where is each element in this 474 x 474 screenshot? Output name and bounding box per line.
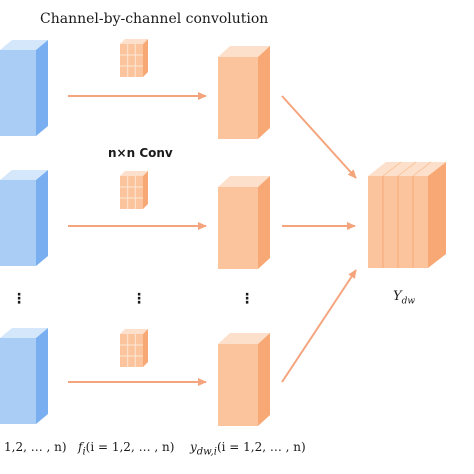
input-channel-2 (0, 170, 48, 266)
filter-label: fi(i = 1,2, … , n) (78, 440, 174, 457)
feature-map-n (218, 333, 270, 426)
vertical-ellipsis-icon: ⋮ (240, 291, 254, 307)
input-range-label: 1,2, … , n) (4, 440, 67, 454)
output-map-symbol: y (190, 440, 197, 454)
filter-symbol: f (78, 440, 83, 454)
output-map-label: ydw,i(i = 1,2, … , n) (190, 440, 306, 457)
input-channel-n (0, 328, 48, 424)
kernel-grid-n (120, 329, 148, 367)
arrow-merge-1 (281, 95, 357, 179)
kernel-grid-1 (120, 39, 148, 77)
diagram-title: Channel-by-channel convolution (40, 11, 269, 27)
arrow-merge-n (281, 269, 357, 383)
output-map-range: (i = 1,2, … , n) (216, 440, 306, 454)
input-channel-1 (0, 40, 48, 136)
feature-map-2 (218, 176, 270, 269)
output-label-main: Y (393, 289, 402, 304)
conv-label: n×n Conv (108, 146, 173, 160)
vertical-ellipsis-icon: ⋮ (132, 291, 146, 307)
vertical-ellipsis-icon: ⋮ (12, 291, 26, 307)
filter-sub: i (82, 446, 86, 458)
kernel-grid-2 (120, 171, 148, 209)
filter-range: (i = 1,2, … , n) (85, 440, 175, 454)
output-map-sub: dw,i (196, 446, 217, 458)
output-tensor (368, 161, 446, 268)
feature-map-1 (218, 46, 270, 139)
output-label: Ydw (393, 289, 415, 307)
output-label-sub: dw (401, 296, 416, 307)
